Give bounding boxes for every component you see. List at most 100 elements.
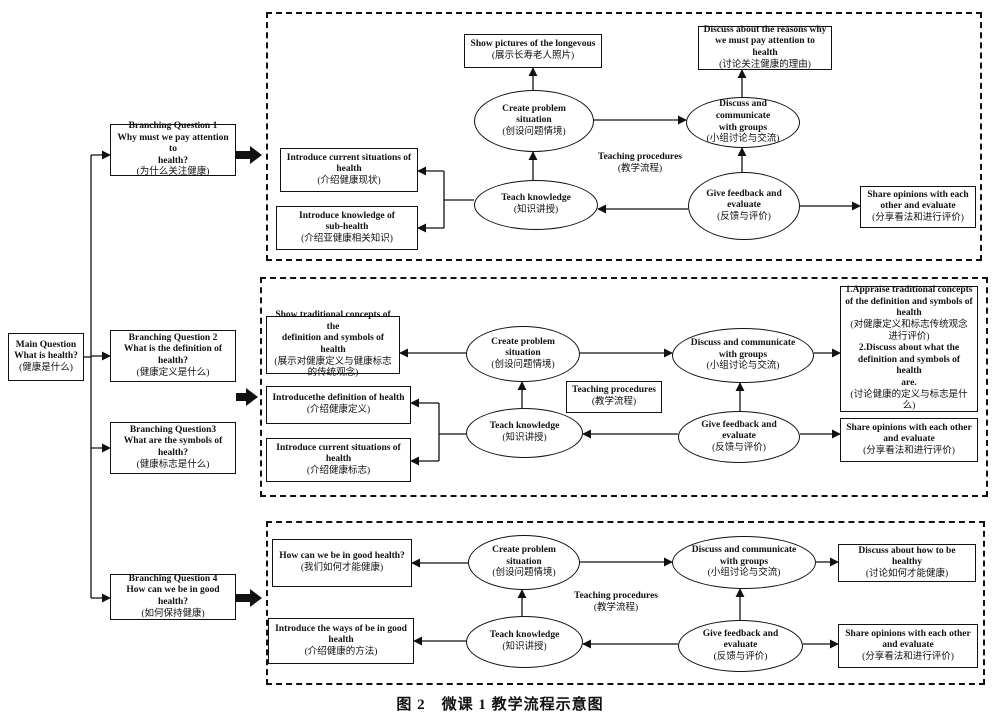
p3-how-good-en: How can we be in good health?	[279, 551, 405, 562]
p2-feedback-zh: (反馈与评价)	[712, 442, 766, 453]
p1-share-en: Share opinions with each other and evalu…	[867, 189, 969, 212]
p2-appraise-en: 1.Appraise traditional concepts of the d…	[845, 285, 973, 319]
p3-discuss-how-box: Discuss about how to be healthy(讨论如何才能健康…	[838, 544, 976, 582]
main-question-zh: (健康是什么)	[19, 362, 73, 373]
p1-procedures-en: Teaching procedures	[597, 152, 682, 162]
p2-intro-current-en: Introduce current situations of health	[276, 442, 401, 465]
p3-feedback-ellipse: Give feedback and evaluate(反馈与评价)	[678, 620, 803, 672]
p2-discuss-comm-en: Discuss and communicate with groups	[690, 338, 796, 360]
p2-intro-current-zh: (介绍健康标志)	[306, 465, 371, 476]
panel-2	[260, 277, 988, 497]
p1-intro-current-en: Introduce current situations of health	[286, 152, 412, 175]
p3-intro-ways-box: Introduce the ways of be in good health(…	[268, 618, 414, 664]
p3-discuss-comm-en: Discuss and communicate with groups	[691, 545, 797, 567]
p1-feedback-en: Give feedback and evaluate	[706, 188, 782, 211]
panel-3	[266, 521, 985, 685]
p2-discuss-comm-zh: (小组讨论与交流)	[706, 361, 780, 372]
branch-question-2: Branching Question 2 What is the definit…	[110, 330, 236, 382]
block-arrow-panel-1	[236, 146, 262, 164]
figure-caption: 图 2 微课 1 教学流程示意图	[396, 697, 604, 713]
p3-teach-zh: (知识讲授)	[502, 642, 547, 652]
block-arrow-panel-2	[236, 388, 258, 406]
p2-create-en: Create problem situation	[491, 336, 555, 359]
p1-teach-en: Teach knowledge	[501, 193, 571, 204]
p3-feedback-en: Give feedback and evaluate	[702, 628, 779, 651]
p3-share-en: Share opinions with each other and evalu…	[845, 628, 971, 651]
p2-procedures-zh: (教学流程)	[591, 397, 637, 407]
p2-share-en: Share opinions with each other and evalu…	[846, 422, 972, 445]
p2-appraise-discuss-box: 1.Appraise traditional concepts of the d…	[840, 285, 978, 412]
p2-feedback-en: Give feedback and evaluate	[701, 419, 777, 442]
branch-question-3-zh: (健康标志是什么)	[136, 459, 210, 470]
p3-teach-en: Teach knowledge	[489, 630, 560, 641]
p2-show-traditional-box: Show traditional concepts of the definit…	[266, 310, 400, 378]
p1-create-zh: (创设问题情境)	[502, 126, 566, 137]
p1-show-pictures-zh: (展示长寿老人照片)	[491, 51, 575, 61]
p1-intro-sub-zh: (介绍亚健康相关知识)	[301, 233, 393, 244]
branch-question-4-zh: (如何保持健康)	[141, 608, 205, 619]
branch-question-3: Branching Question3 What are the symbols…	[110, 422, 236, 474]
p1-show-pictures-en: Show pictures of the longevous	[470, 39, 596, 50]
p1-feedback-ellipse: Give feedback and evaluate(反馈与评价)	[688, 172, 800, 240]
p1-teach-knowledge-ellipse: Teach knowledge(知识讲授)	[474, 180, 598, 230]
p3-share-zh: (分享看法和进行评价)	[862, 651, 954, 662]
p3-how-good-zh: (我们如何才能健康)	[300, 563, 384, 573]
p2-intro-def-en: Introducethe definition of health	[272, 393, 405, 404]
p1-share-zh: (分享看法和进行评价)	[872, 212, 964, 223]
main-question-box: Main Question What is health?(健康是什么)	[8, 333, 84, 381]
p2-feedback-ellipse: Give feedback and evaluate(反馈与评价)	[678, 411, 800, 463]
p2-intro-current-box: Introduce current situations of health(介…	[266, 438, 411, 482]
p3-intro-ways-zh: (介绍健康的方法)	[304, 646, 378, 657]
branch-question-2-zh: (健康定义是什么)	[136, 367, 210, 378]
p3-discuss-how-en: Discuss about how to be healthy	[858, 545, 956, 568]
p1-discuss-comm-en: Discuss and communicate with groups	[715, 99, 771, 133]
p3-procedures-en: Teaching procedures	[573, 591, 658, 601]
p3-discuss-comm-zh: (小组讨论与交流)	[707, 568, 781, 579]
p1-teaching-procedures-label: Teaching procedures(教学流程)	[590, 152, 690, 175]
p3-feedback-zh: (反馈与评价)	[713, 651, 768, 662]
p1-show-pictures-box: Show pictures of the longevous(展示长寿老人照片)	[464, 34, 602, 68]
p2-share-opinions-box: Share opinions with each other and evalu…	[840, 418, 978, 462]
p2-procedures-en: Teaching procedures	[571, 385, 656, 396]
p1-intro-current-zh: (介绍健康现状)	[317, 175, 381, 186]
p2-discuss-communicate-ellipse: Discuss and communicate with groups(小组讨论…	[672, 328, 814, 383]
p3-procedures-zh: (教学流程)	[593, 602, 639, 613]
p2-show-trad-zh: (展示对健康定义与健康标志的传统观念)	[274, 356, 392, 379]
branch-question-4-en: Branching Question 4 How can we be in go…	[126, 573, 220, 607]
main-question-en: Main Question What is health?	[14, 339, 78, 362]
p3-share-opinions-box: Share opinions with each other and evalu…	[838, 624, 978, 668]
p3-teaching-procedures-label: Teaching procedures(教学流程)	[566, 591, 666, 614]
p3-create-situation-ellipse: Create problem situation(创设问题情境)	[468, 535, 580, 590]
p1-feedback-zh: (反馈与评价)	[717, 211, 771, 222]
p1-discuss-reasons-box: Discuss about the reasons why we must pa…	[698, 25, 832, 70]
p2-teach-en: Teach knowledge	[489, 421, 560, 432]
p1-teach-zh: (知识讲授)	[513, 205, 559, 215]
p1-create-situation-ellipse: Create problem situation(创设问题情境)	[474, 90, 594, 152]
panel-1	[266, 12, 982, 261]
p3-intro-ways-en: Introduce the ways of be in good health	[275, 623, 407, 646]
branch-question-1: Branching Question 1 Why must we pay att…	[110, 121, 236, 178]
p1-intro-current-box: Introduce current situations of health(介…	[280, 148, 418, 192]
p3-create-en: Create problem situation	[492, 545, 556, 567]
p1-procedures-zh: (教学流程)	[617, 163, 663, 174]
branch-question-2-en: Branching Question 2 What is the definit…	[123, 332, 223, 366]
p3-discuss-how-zh: (讨论如何才能健康)	[865, 568, 949, 579]
p2-teach-knowledge-ellipse: Teach knowledge(知识讲授)	[466, 408, 583, 458]
branch-question-1-en: Branching Question 1 Why must we pay att…	[117, 121, 229, 166]
p1-discuss-reasons-zh: (讨论关注健康的理由)	[719, 59, 811, 70]
p2-create-zh: (创设问题情境)	[491, 359, 555, 370]
p1-share-opinions-box: Share opinions with each other and evalu…	[860, 186, 976, 228]
p2-create-situation-ellipse: Create problem situation(创设问题情境)	[466, 326, 580, 382]
p2-show-trad-en: Show traditional concepts of the definit…	[275, 310, 391, 355]
p3-how-good-health-box: How can we be in good health?(我们如何才能健康)	[272, 539, 412, 587]
p1-intro-subhealth-box: Introduce knowledge of sub-health(介绍亚健康相…	[276, 206, 418, 250]
block-arrow-panel-3	[236, 589, 262, 607]
p2-intro-def-zh: (介绍健康定义)	[306, 405, 371, 415]
p2-discuss-def-en: 2.Discuss about what the definition and …	[857, 343, 961, 388]
branch-question-1-zh: (为什么关注健康)	[136, 167, 210, 178]
branch-question-3-en: Branching Question3 What are the symbols…	[123, 424, 223, 458]
p2-intro-definition-box: Introducethe definition of health(介绍健康定义…	[266, 386, 411, 424]
p2-discuss-def-zh: (讨论健康的定义与标志是什么)	[850, 389, 968, 412]
